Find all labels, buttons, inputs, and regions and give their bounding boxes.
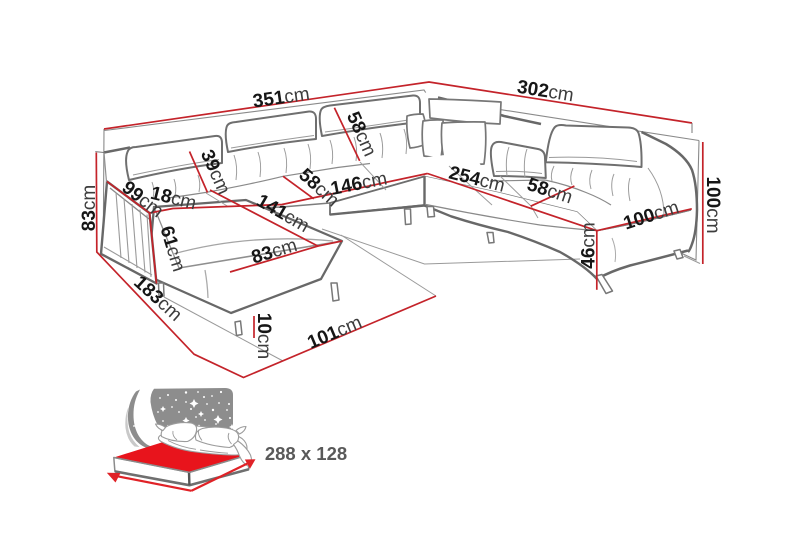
svg-text:100cm: 100cm bbox=[702, 176, 723, 233]
svg-text:46cm: 46cm bbox=[579, 222, 600, 268]
svg-text:146cm: 146cm bbox=[329, 168, 389, 199]
svg-text:302cm: 302cm bbox=[516, 77, 576, 107]
svg-text:351cm: 351cm bbox=[252, 84, 311, 113]
svg-text:10cm: 10cm bbox=[253, 313, 274, 359]
svg-text:83cm: 83cm bbox=[79, 185, 100, 231]
svg-text:288 x 128: 288 x 128 bbox=[265, 443, 347, 464]
